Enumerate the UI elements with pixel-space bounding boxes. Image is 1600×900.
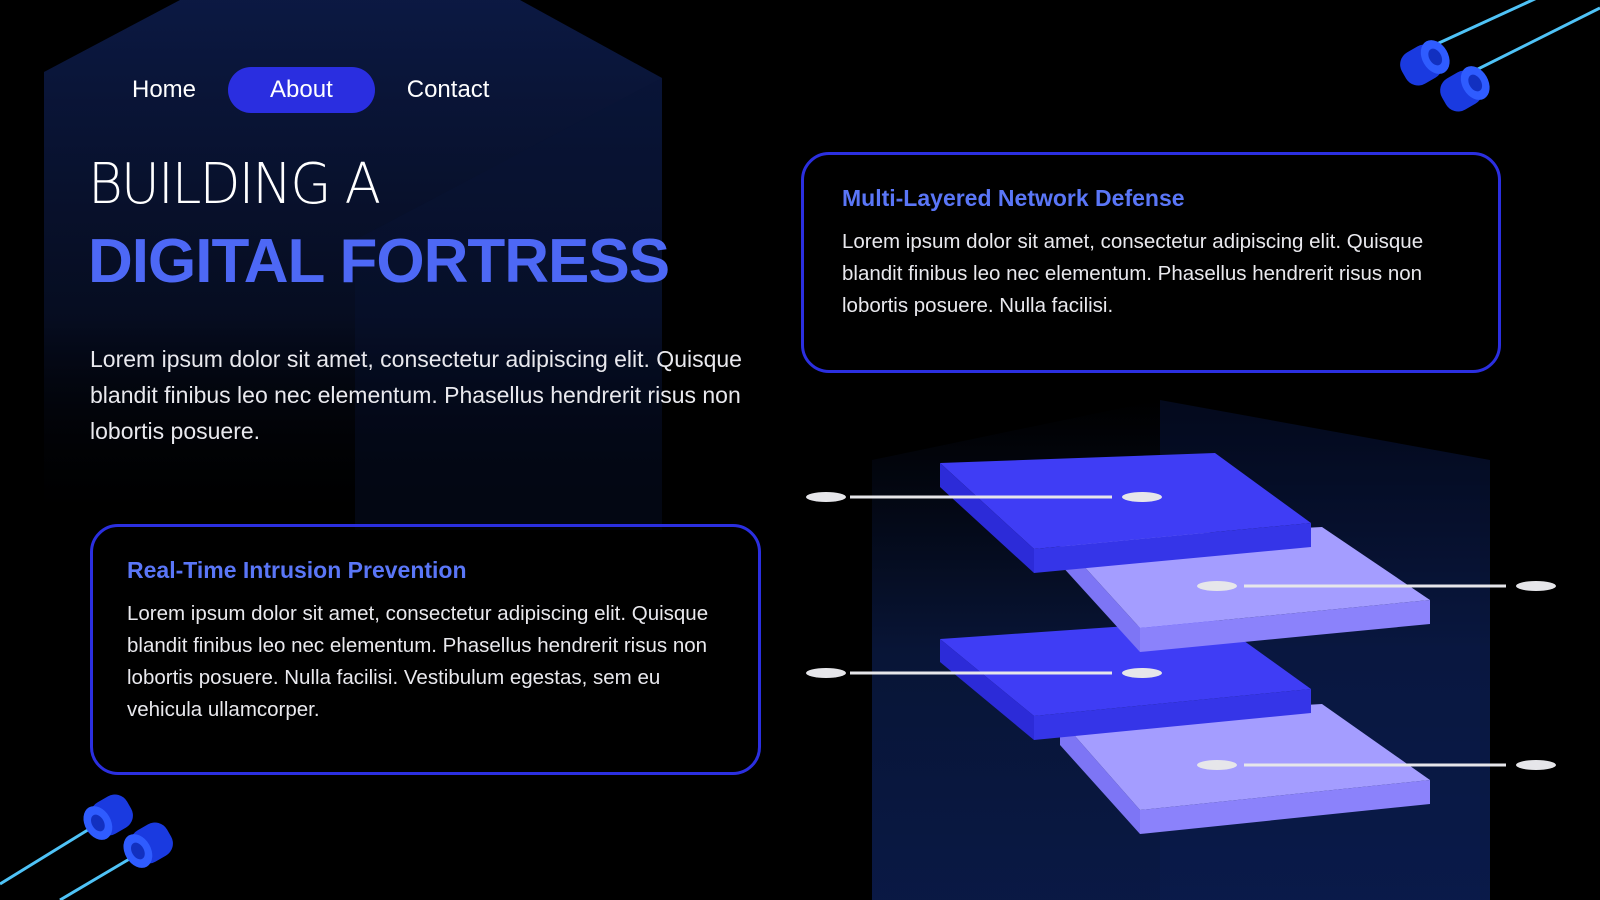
intrusion-prevention-body: Lorem ipsum dolor sit amet, consectetur … — [127, 602, 709, 721]
connector-line-2 — [1197, 581, 1556, 591]
layer-4 — [1060, 704, 1430, 834]
intro-paragraph: Lorem ipsum dolor sit amet, consectetur … — [90, 346, 742, 444]
layers-diagram — [806, 453, 1556, 834]
connector-line-1 — [806, 492, 1162, 502]
bg-hexagon-left-shade — [355, 78, 662, 530]
layer-1 — [940, 453, 1311, 573]
nav-item-home[interactable]: Home — [132, 76, 197, 103]
connector-line-3 — [806, 668, 1162, 678]
intrusion-prevention-card: Real-Time Intrusion Prevention Lorem ips… — [90, 524, 761, 775]
page-title-line2: DIGITAL FORTRESS — [88, 227, 670, 296]
nav-item-about[interactable]: About — [228, 67, 375, 113]
network-defense-body: Lorem ipsum dolor sit amet, consectetur … — [842, 230, 1424, 317]
cable-connector-icon-top-right — [1400, 0, 1600, 112]
top-nav: Home About Contact — [110, 67, 521, 113]
bg-hexagon-left — [44, 0, 662, 530]
page-title-line1: BUILDING A — [88, 152, 381, 217]
connector-line-4 — [1197, 760, 1556, 770]
cable-connector-icon-bottom-left — [0, 794, 173, 900]
network-defense-card: Multi-Layered Network Defense Lorem ipsu… — [801, 152, 1501, 373]
network-defense-title: Multi-Layered Network Defense — [842, 185, 1185, 211]
nav-item-contact[interactable]: Contact — [406, 76, 490, 103]
intrusion-prevention-title: Real-Time Intrusion Prevention — [127, 557, 467, 583]
